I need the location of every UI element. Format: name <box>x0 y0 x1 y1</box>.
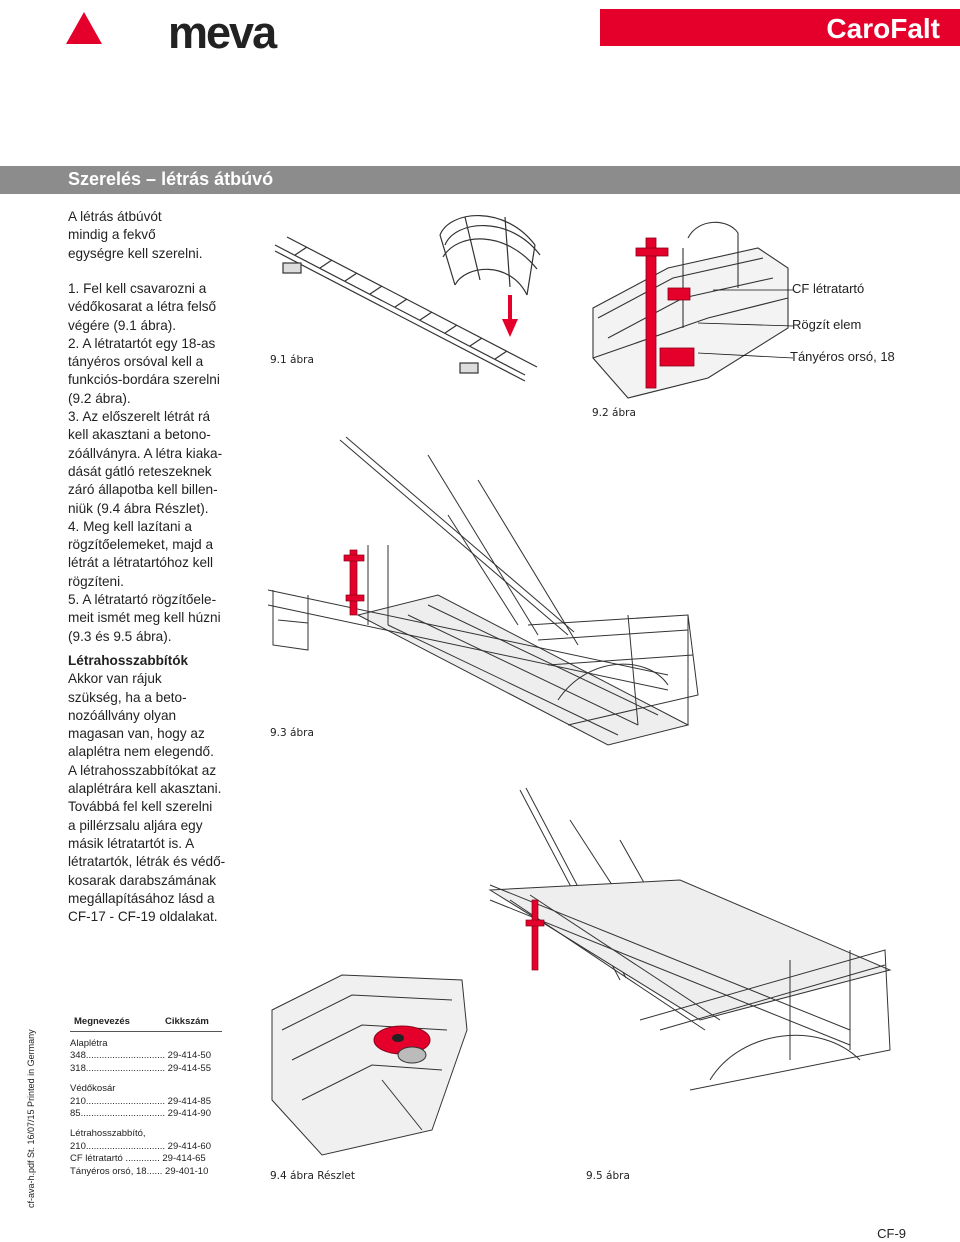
parts-table-header: Megnevezés Cikkszám <box>70 1016 222 1032</box>
step-line: tányéros orsóval kell a <box>68 354 204 370</box>
extensions-line: Akkor van rájuk <box>68 671 162 687</box>
extensions-paragraph: Létrahosszabbítók Akkor van rájuk szüksé… <box>68 652 225 926</box>
step-line: dását gátló reteszeknek <box>68 463 212 479</box>
step-line: védőkosarat a létra felső <box>68 299 217 315</box>
figure-9-3-assembly <box>267 436 699 746</box>
step-line: 1. Fel kell csavarozni a <box>68 281 207 296</box>
figure-9-1-ladder <box>274 215 541 382</box>
figure-9-5-label: 9.5 ábra <box>586 1170 630 1182</box>
extensions-line: Továbbá fel kell szerelni <box>68 799 213 815</box>
intro-line: mindig a fekvő <box>68 227 156 243</box>
callout-fixing-element: Rögzít elem <box>792 317 862 332</box>
step-line: 5. A létratartó rögzítőele- <box>68 592 217 608</box>
extensions-line: nozóállvány olyan <box>68 707 177 723</box>
parts-group-title: Védőkosár <box>70 1083 116 1095</box>
figure-9-4-label: 9.4 ábra Részlet <box>270 1170 355 1182</box>
print-note: cf-ava-h.pdf St. 16/07/15 Printed in Ger… <box>26 1029 36 1208</box>
extensions-line: A létrahosszabbítókat az <box>68 762 217 778</box>
parts-row: 348.............................. 29-414… <box>70 1050 211 1062</box>
section-title: Szerelés – létrás átbúvó <box>68 169 274 189</box>
callout-ladder-holder: CF létratartó <box>792 281 865 296</box>
extensions-line: CF-17 - CF-19 oldalakat. <box>68 909 218 925</box>
brand-name: meva <box>168 7 277 58</box>
parts-row: 210.............................. 29-414… <box>70 1140 211 1152</box>
parts-row: 85................................ 29-41… <box>70 1108 211 1120</box>
step-line: niük (9.4 ábra Részlet). <box>68 500 209 516</box>
extensions-line: alaplétra nem elegendő. <box>68 744 214 760</box>
parts-row: 318.............................. 29-414… <box>70 1062 211 1074</box>
figure-9-4-detail <box>271 974 468 1156</box>
step-line: létrát a létratartóhoz kell <box>68 555 214 571</box>
figure-9-2-label: 9.2 ábra <box>592 407 636 419</box>
steps-list: 1. Fel kell csavarozni a védőkosarat a l… <box>68 280 222 646</box>
step-line: (9.2 ábra). <box>68 390 131 406</box>
extensions-line: alaplétrára kell akasztani. <box>68 781 222 797</box>
parts-table: Megnevezés Cikkszám Alaplétra 348.......… <box>70 1016 222 1178</box>
product-banner: CaroFalt <box>600 9 960 46</box>
extensions-line: szükség, ha a beto- <box>68 689 187 705</box>
figure-9-1-label: 9.1 ábra <box>270 354 314 366</box>
figure-9-2-ladder-holder <box>592 221 794 399</box>
intro-line: egységre kell szerelni. <box>68 245 203 261</box>
step-line: rögzíteni. <box>68 573 124 589</box>
meva-logo: meva <box>64 7 294 58</box>
step-line: funkciós-bordára szerelni <box>68 372 220 388</box>
extensions-line: létratartók, létrák és védő- <box>68 854 226 870</box>
step-line: 4. Meg kell lazítani a <box>68 518 192 534</box>
figure-9-5-assembly <box>488 787 892 1091</box>
extensions-line: másik létratartót is. A <box>68 835 195 851</box>
parts-group-title: Létrahosszabbító, <box>70 1128 146 1140</box>
extensions-line: magasan van, hogy az <box>68 726 205 742</box>
extensions-line: a pillérzsalu aljára egy <box>68 817 203 833</box>
step-line: meit ismét meg kell húzni <box>68 610 221 626</box>
logo-triangle-icon <box>66 12 102 44</box>
parts-group-title: Alaplétra <box>70 1038 108 1049</box>
intro-paragraph: A létrás átbúvót mindig a fekvő egységre… <box>68 208 203 263</box>
step-line: végére (9.1 ábra). <box>68 317 177 333</box>
extensions-line: megállapításához lásd a <box>68 890 215 906</box>
step-line: záró állapotba kell billen- <box>68 482 218 498</box>
parts-row: CF létratartó ............. 29-414-65 <box>70 1153 206 1165</box>
parts-row: Tányéros orsó, 18...... 29-401-10 <box>70 1165 209 1177</box>
intro-line: A létrás átbúvót <box>68 209 162 224</box>
callout-wing-nut: Tányéros orsó, 18 <box>790 349 895 364</box>
section-bar: Szerelés – létrás átbúvó <box>0 166 960 194</box>
parts-row: 210.............................. 29-414… <box>70 1095 211 1107</box>
step-line: (9.3 és 9.5 ábra). <box>68 628 172 644</box>
column-name-header: Megnevezés <box>74 1016 130 1027</box>
column-number-header: Cikkszám <box>165 1016 209 1027</box>
extensions-heading: Létrahosszabbítók <box>68 653 189 668</box>
extensions-line: kosarak darabszámának <box>68 872 217 888</box>
figure-9-3-label: 9.3 ábra <box>270 727 314 739</box>
step-line: kell akasztani a betono- <box>68 427 211 443</box>
step-line: rögzítőelemeket, majd a <box>68 537 214 553</box>
page-number: CF-9 <box>877 1226 906 1241</box>
step-line: 3. Az előszerelt létrát rá <box>68 409 211 425</box>
product-title: CaroFalt <box>826 13 940 44</box>
step-line: 2. A létratartót egy 18-as <box>68 335 216 351</box>
step-line: zóállványra. A létra kiaka- <box>68 445 223 461</box>
